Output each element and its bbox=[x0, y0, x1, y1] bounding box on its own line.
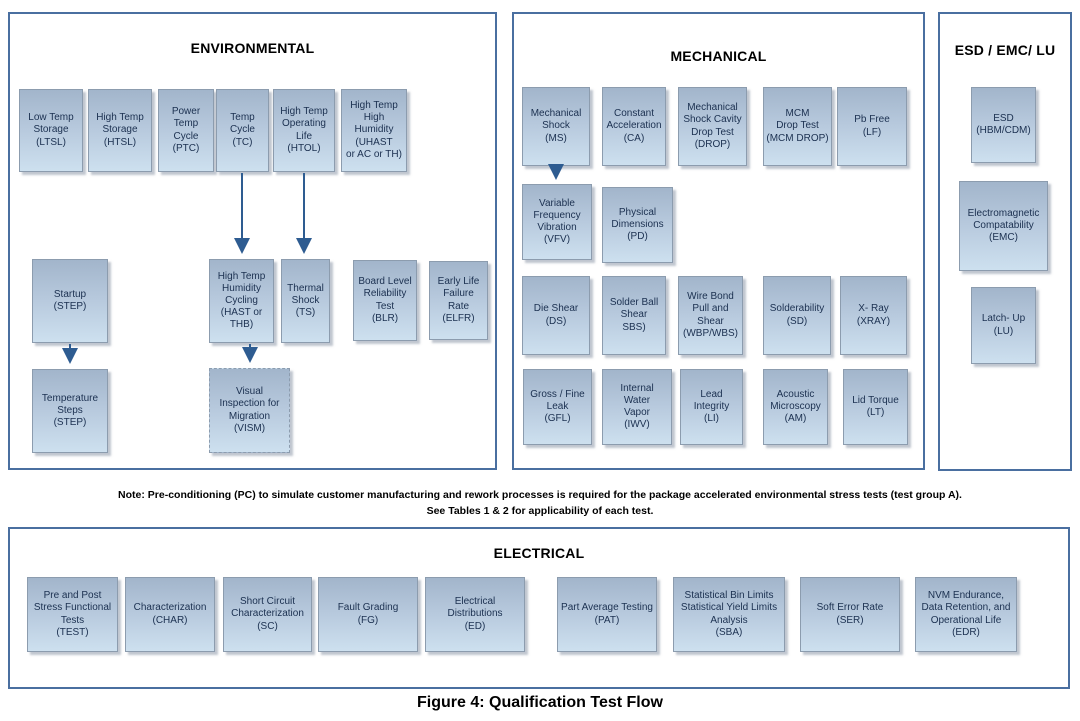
mech-box-die-shear: Die Shear (DS) bbox=[522, 276, 590, 355]
env-box-visual-inspection-migration: Visual Inspection for Migration (VISM) bbox=[209, 368, 290, 453]
mech-box-physical-dimensions: Physical Dimensions (PD) bbox=[602, 187, 673, 263]
mech-box-lead-integrity: Lead Integrity (LI) bbox=[680, 369, 743, 445]
mech-box-cavity-drop-test: Mechanical Shock Cavity Drop Test (DROP) bbox=[678, 87, 747, 166]
elec-box-characterization: Characterization (CHAR) bbox=[125, 577, 215, 652]
figure-caption: Figure 4: Qualification Test Flow bbox=[417, 694, 663, 711]
env-box-thermal-shock: Thermal Shock (TS) bbox=[281, 259, 330, 343]
environmental-title: ENVIRONMENTAL bbox=[190, 40, 315, 56]
mech-box-acoustic-microscopy: Acoustic Microscopy (AM) bbox=[763, 369, 828, 445]
mech-box-pb-free: Pb Free (LF) bbox=[837, 87, 907, 166]
env-box-temperature-steps: Temperature Steps (STEP) bbox=[32, 369, 108, 453]
elec-box-nvm-endurance: NVM Endurance, Data Retention, and Opera… bbox=[915, 577, 1017, 652]
mech-box-x-ray: X- Ray (XRAY) bbox=[840, 276, 907, 355]
esd-box-esd: ESD (HBM/CDM) bbox=[971, 87, 1036, 163]
mech-box-gross-fine-leak: Gross / Fine Leak (GFL) bbox=[523, 369, 592, 445]
mech-box-solder-ball-shear: Solder Ball Shear SBS) bbox=[602, 276, 666, 355]
mech-box-solderability: Solderability (SD) bbox=[763, 276, 831, 355]
env-box-temp-cycle: Temp Cycle (TC) bbox=[216, 89, 269, 172]
env-box-low-temp-storage: Low Temp Storage (LTSL) bbox=[19, 89, 83, 172]
env-box-high-temp-high-humidity: High Temp High Humidity (UHAST or AC or … bbox=[341, 89, 407, 172]
env-box-startup: Startup (STEP) bbox=[32, 259, 108, 343]
elec-box-short-circuit-characterization: Short Circuit Characterization (SC) bbox=[223, 577, 312, 652]
env-box-high-temp-operating-life: High Temp Operating Life (HTOL) bbox=[273, 89, 335, 172]
mech-box-internal-water-vapor: Internal Water Vapor (IWV) bbox=[602, 369, 672, 445]
elec-box-electrical-distributions: Electrical Distributions (ED) bbox=[425, 577, 525, 652]
env-box-early-life-failure-rate: Early Life Failure Rate (ELFR) bbox=[429, 261, 488, 340]
env-box-board-level-reliability: Board Level Reliability Test (BLR) bbox=[353, 260, 417, 341]
elec-box-fault-grading: Fault Grading (FG) bbox=[318, 577, 418, 652]
mech-box-wire-bond-pull-shear: Wire Bond Pull and Shear (WBP/WBS) bbox=[678, 276, 743, 355]
elec-box-pre-post-stress-functional: Pre and Post Stress Functional Tests (TE… bbox=[27, 577, 118, 652]
env-box-high-temp-storage: High Temp Storage (HTSL) bbox=[88, 89, 152, 172]
esd-box-electromagnetic-compatability: Electromagnetic Compatability (EMC) bbox=[959, 181, 1048, 271]
env-box-high-temp-humidity-cycling: High Temp Humidity Cycling (HAST or THB) bbox=[209, 259, 274, 343]
mech-box-mcm-drop-test: MCM Drop Test (MCM DROP) bbox=[763, 87, 832, 166]
electrical-title: ELECTRICAL bbox=[493, 545, 585, 561]
mech-box-lid-torque: Lid Torque (LT) bbox=[843, 369, 908, 445]
env-box-power-temp-cycle: Power Temp Cycle (PTC) bbox=[158, 89, 214, 172]
elec-box-statistical-bin-yield-limits: Statistical Bin Limits Statistical Yield… bbox=[673, 577, 785, 652]
preconditioning-note: Note: Pre-conditioning (PC) to simulate … bbox=[118, 489, 962, 517]
mech-box-mechanical-shock: Mechanical Shock (MS) bbox=[522, 87, 590, 166]
mechanical-title: MECHANICAL bbox=[670, 48, 767, 64]
esd-emc-lu-title: ESD / EMC/ LU bbox=[954, 42, 1056, 58]
mech-box-variable-frequency-vibration: Variable Frequency Vibration (VFV) bbox=[522, 184, 592, 260]
esd-box-latch-up: Latch- Up (LU) bbox=[971, 287, 1036, 364]
elec-box-soft-error-rate: Soft Error Rate (SER) bbox=[800, 577, 900, 652]
mech-box-constant-acceleration: Constant Acceleration (CA) bbox=[602, 87, 666, 166]
elec-box-part-average-testing: Part Average Testing (PAT) bbox=[557, 577, 657, 652]
